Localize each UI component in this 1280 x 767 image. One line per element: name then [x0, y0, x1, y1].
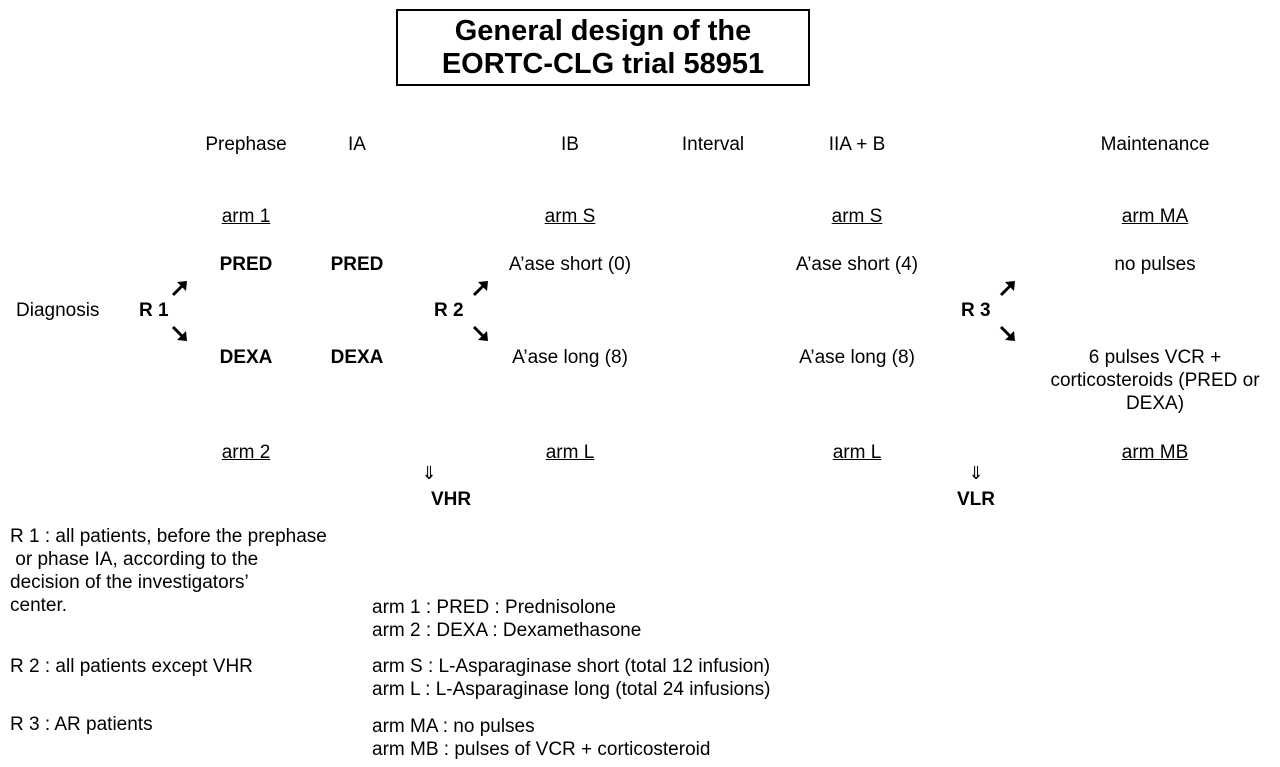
branch-up-arrow-icon	[999, 281, 1015, 297]
treatment-dexa-prephase: DEXA	[219, 347, 273, 368]
randomization-r1: R 1	[139, 300, 169, 321]
legend-armS: arm S : L-Asparaginase short (total 12 i…	[372, 656, 771, 677]
randomization-r3: R 3	[961, 300, 991, 321]
exit-vhr: VHR	[430, 489, 472, 510]
note-r1-line-1: R 1 : all patients, before the prephase	[10, 526, 327, 547]
legend-armMB: arm MB : pulses of VCR + corticosteroid	[372, 739, 711, 760]
legend-armL: arm L : L-Asparaginase long (total 24 in…	[372, 679, 771, 700]
phase-maintenance: Maintenance	[1100, 134, 1210, 155]
title-line-2: EORTC-CLG trial 58951	[441, 47, 765, 80]
treatment-maintenance-top: no pulses	[1114, 254, 1196, 275]
treatment-maintenance-bottom-2: corticosteroids (PRED or	[1050, 370, 1260, 391]
treatment-maintenance-bottom-1: 6 pulses VCR +	[1088, 347, 1222, 368]
phase-prephase: Prephase	[205, 134, 287, 155]
down-arrow-icon: ⇓	[968, 463, 984, 483]
treatment-dexa-ia: DEXA	[330, 347, 384, 368]
phase-ib: IB	[561, 134, 579, 155]
treatment-ib-top: A’ase short (0)	[508, 254, 632, 275]
title-box: General design of the EORTC-CLG trial 58…	[396, 9, 810, 86]
down-arrow-icon: ⇓	[421, 463, 437, 483]
arm-label-iiab-top: arm S	[831, 206, 883, 227]
treatment-iiab-top: A’ase short (4)	[795, 254, 919, 275]
diagnosis-label: Diagnosis	[16, 300, 100, 321]
arm-label-ib-bottom: arm L	[545, 442, 595, 463]
randomization-r2: R 2	[434, 300, 464, 321]
phase-interval: Interval	[681, 134, 745, 155]
branch-down-arrow-icon	[472, 325, 488, 341]
treatment-maintenance-bottom-3: DEXA)	[1125, 393, 1185, 414]
branch-up-arrow-icon	[171, 281, 187, 297]
branch-down-arrow-icon	[999, 325, 1015, 341]
treatment-iiab-bottom: A’ase long (8)	[799, 347, 915, 368]
note-r2: R 2 : all patients except VHR	[10, 656, 253, 677]
note-r1-line-3: decision of the investigators’	[10, 572, 249, 593]
note-r1-line-2: or phase IA, according to the	[10, 549, 259, 570]
note-r1-line-4: center.	[10, 595, 68, 616]
phase-iiab: IIA + B	[828, 134, 886, 155]
treatment-pred-prephase: PRED	[219, 254, 273, 275]
treatment-pred-ia: PRED	[330, 254, 384, 275]
title-line-1: General design of the	[454, 14, 752, 47]
legend-arm1: arm 1 : PRED : Prednisolone	[372, 597, 616, 618]
branch-up-arrow-icon	[472, 281, 488, 297]
note-r3: R 3 : AR patients	[10, 714, 153, 735]
legend-armMA: arm MA : no pulses	[372, 716, 535, 737]
arm-label-prephase-bottom: arm 2	[221, 442, 271, 463]
arm-label-ib-top: arm S	[544, 206, 596, 227]
arm-label-maintenance-bottom: arm MB	[1121, 442, 1189, 463]
arm-label-prephase-top: arm 1	[221, 206, 271, 227]
exit-vlr: VLR	[957, 489, 995, 510]
phase-ia: IA	[348, 134, 366, 155]
treatment-ib-bottom: A’ase long (8)	[512, 347, 628, 368]
arm-label-iiab-bottom: arm L	[832, 442, 882, 463]
legend-arm2: arm 2 : DEXA : Dexamethasone	[372, 620, 642, 641]
arm-label-maintenance-top: arm MA	[1121, 206, 1189, 227]
branch-down-arrow-icon	[171, 325, 187, 341]
